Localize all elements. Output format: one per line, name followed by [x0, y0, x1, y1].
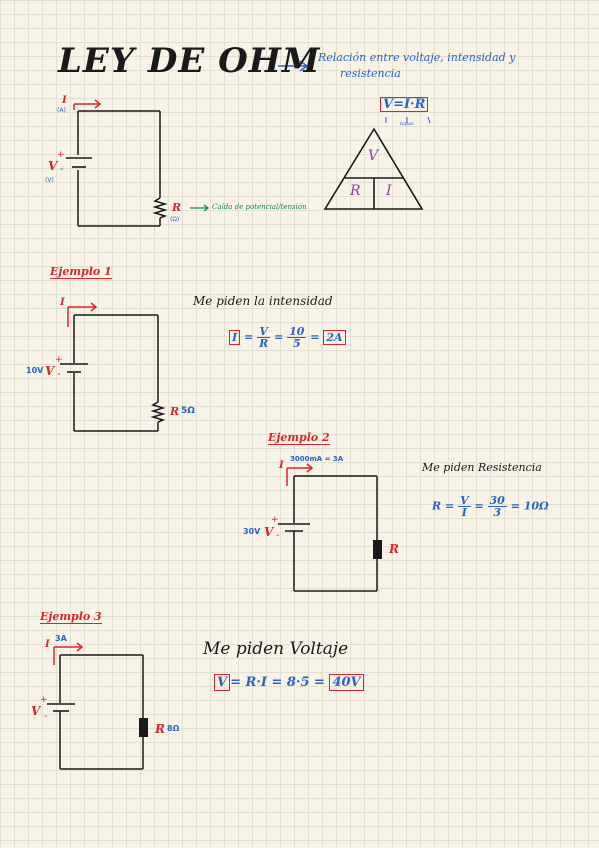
ex3-current-symbol: I — [45, 639, 50, 650]
ex2-minus: - — [276, 530, 280, 541]
ex1-title: Ejemplo 1 — [50, 265, 112, 279]
page-title: LEY DE OHM — [58, 41, 321, 81]
intro-current-arrow — [73, 99, 102, 110]
ex1-current-symbol: I — [60, 297, 65, 308]
ex1-plus: + — [55, 355, 63, 365]
ex2-eq-equals3: = — [510, 499, 520, 513]
ex3-resistor — [139, 718, 148, 737]
ex3-current-value: 3A — [55, 634, 67, 643]
intro-current-symbol: I — [62, 95, 67, 106]
intro-plus: + — [57, 150, 65, 160]
formula-arrows — [385, 116, 431, 124]
ex2-eq-frac1-num: V — [458, 494, 471, 507]
ex1-circuit — [73, 314, 159, 432]
ex2-battery — [278, 523, 310, 532]
ex1-voltage-symbol: V — [45, 364, 55, 378]
ex2-current-value: 3000mA = 3A — [290, 455, 344, 463]
ex3-current-arrow — [53, 642, 84, 665]
title-arrow — [278, 60, 309, 72]
ex2-resistor — [373, 540, 382, 559]
intro-voltage-symbol: V — [48, 159, 58, 173]
ex3-title: Ejemplo 3 — [40, 610, 102, 624]
ex1-eq-frac2-num: 10 — [287, 325, 307, 338]
ex3-resistor-value: 8Ω — [167, 724, 180, 733]
ex3-voltage-symbol: V — [31, 704, 41, 718]
ex2-current-arrow — [286, 463, 314, 486]
ex1-eq-lhs: I — [229, 329, 241, 345]
ex1-prompt: Me piden la intensidad — [193, 294, 333, 308]
ex3-resistor-symbol: R — [155, 722, 165, 736]
intro-resistor-note: Caída de potencial/tensión — [212, 203, 307, 211]
ohm-formula: V=I·R — [380, 97, 429, 112]
ex2-circuit — [293, 475, 378, 592]
ex3-circuit — [59, 654, 144, 770]
ex2-eq-lhs: R — [432, 499, 442, 513]
ex2-eq-frac2-den: 3 — [493, 506, 501, 519]
ex3-battery — [47, 703, 75, 712]
ohm-triangle — [323, 127, 424, 210]
ex1-eq-equals1: = — [244, 330, 254, 344]
ex3-minus: - — [44, 711, 48, 722]
ex2-eq-result: 10Ω — [523, 499, 549, 513]
ex1-eq-equals2: = — [274, 330, 284, 344]
page-subtitle-line1: Relación entre voltaje, intensidad y — [318, 51, 516, 64]
intro-voltage-unit: (V) — [45, 177, 54, 184]
ex2-resistor-symbol: R — [389, 542, 399, 556]
intro-resistor-symbol: R — [172, 201, 182, 214]
ex2-eq-equals1: = — [445, 499, 455, 513]
ex1-eq-frac1-den: R — [259, 337, 269, 350]
ex1-voltage-value: 10V — [26, 366, 44, 375]
ex1-resistor-value: 5Ω — [181, 406, 195, 416]
intro-minus: - — [60, 164, 64, 175]
ex1-eq-frac2-den: 5 — [292, 337, 301, 350]
triangle-left-r: R — [350, 183, 361, 199]
intro-current-unit: (A) — [57, 107, 66, 114]
intro-battery — [66, 157, 92, 168]
ex2-current-symbol: I — [279, 460, 284, 471]
ex2-title: Ejemplo 2 — [268, 431, 330, 445]
ex1-resistor — [150, 401, 166, 423]
page-subtitle-line2: resistencia — [340, 67, 401, 80]
ex3-eq-result: 40V — [329, 674, 364, 691]
ex2-plus: + — [271, 515, 279, 525]
ex1-eq-equals3: = — [310, 330, 320, 344]
ex2-voltage-value: 30V — [243, 527, 261, 536]
ex3-prompt: Me piden Voltaje — [203, 639, 349, 659]
ex2-eq-frac2-num: 30 — [487, 494, 507, 507]
ex1-eq-frac1-num: V — [257, 325, 270, 338]
ex2-eq-equals2: = — [474, 499, 484, 513]
ex1-battery — [60, 363, 88, 373]
intro-resistor-unit: (Ω) — [170, 216, 180, 223]
ex2-voltage-symbol: V — [264, 525, 274, 539]
ex3-equation: V= R·I = 8·5 = 40V — [214, 674, 364, 691]
ex1-minus: - — [57, 369, 61, 380]
ohm-formula-note: tapas — [400, 121, 414, 127]
ex2-eq-frac1-den: I — [461, 506, 467, 519]
triangle-right-i: I — [386, 183, 392, 199]
intro-resistor — [152, 197, 168, 219]
triangle-top-v: V — [368, 148, 379, 164]
ex3-eq-lhs: V — [214, 674, 231, 691]
ex2-prompt: Me piden Resistencia — [422, 461, 542, 474]
ex3-eq-equals1: = — [230, 675, 241, 690]
ex3-plus: + — [40, 695, 48, 705]
ex1-eq-result: 2A — [323, 329, 346, 345]
ex3-eq-middle: R·I = 8·5 = — [245, 675, 325, 690]
ex1-current-arrow — [67, 302, 98, 327]
intro-circuit — [77, 110, 161, 227]
ex1-resistor-symbol: R — [170, 405, 180, 418]
intro-resistor-arrow — [190, 204, 210, 212]
